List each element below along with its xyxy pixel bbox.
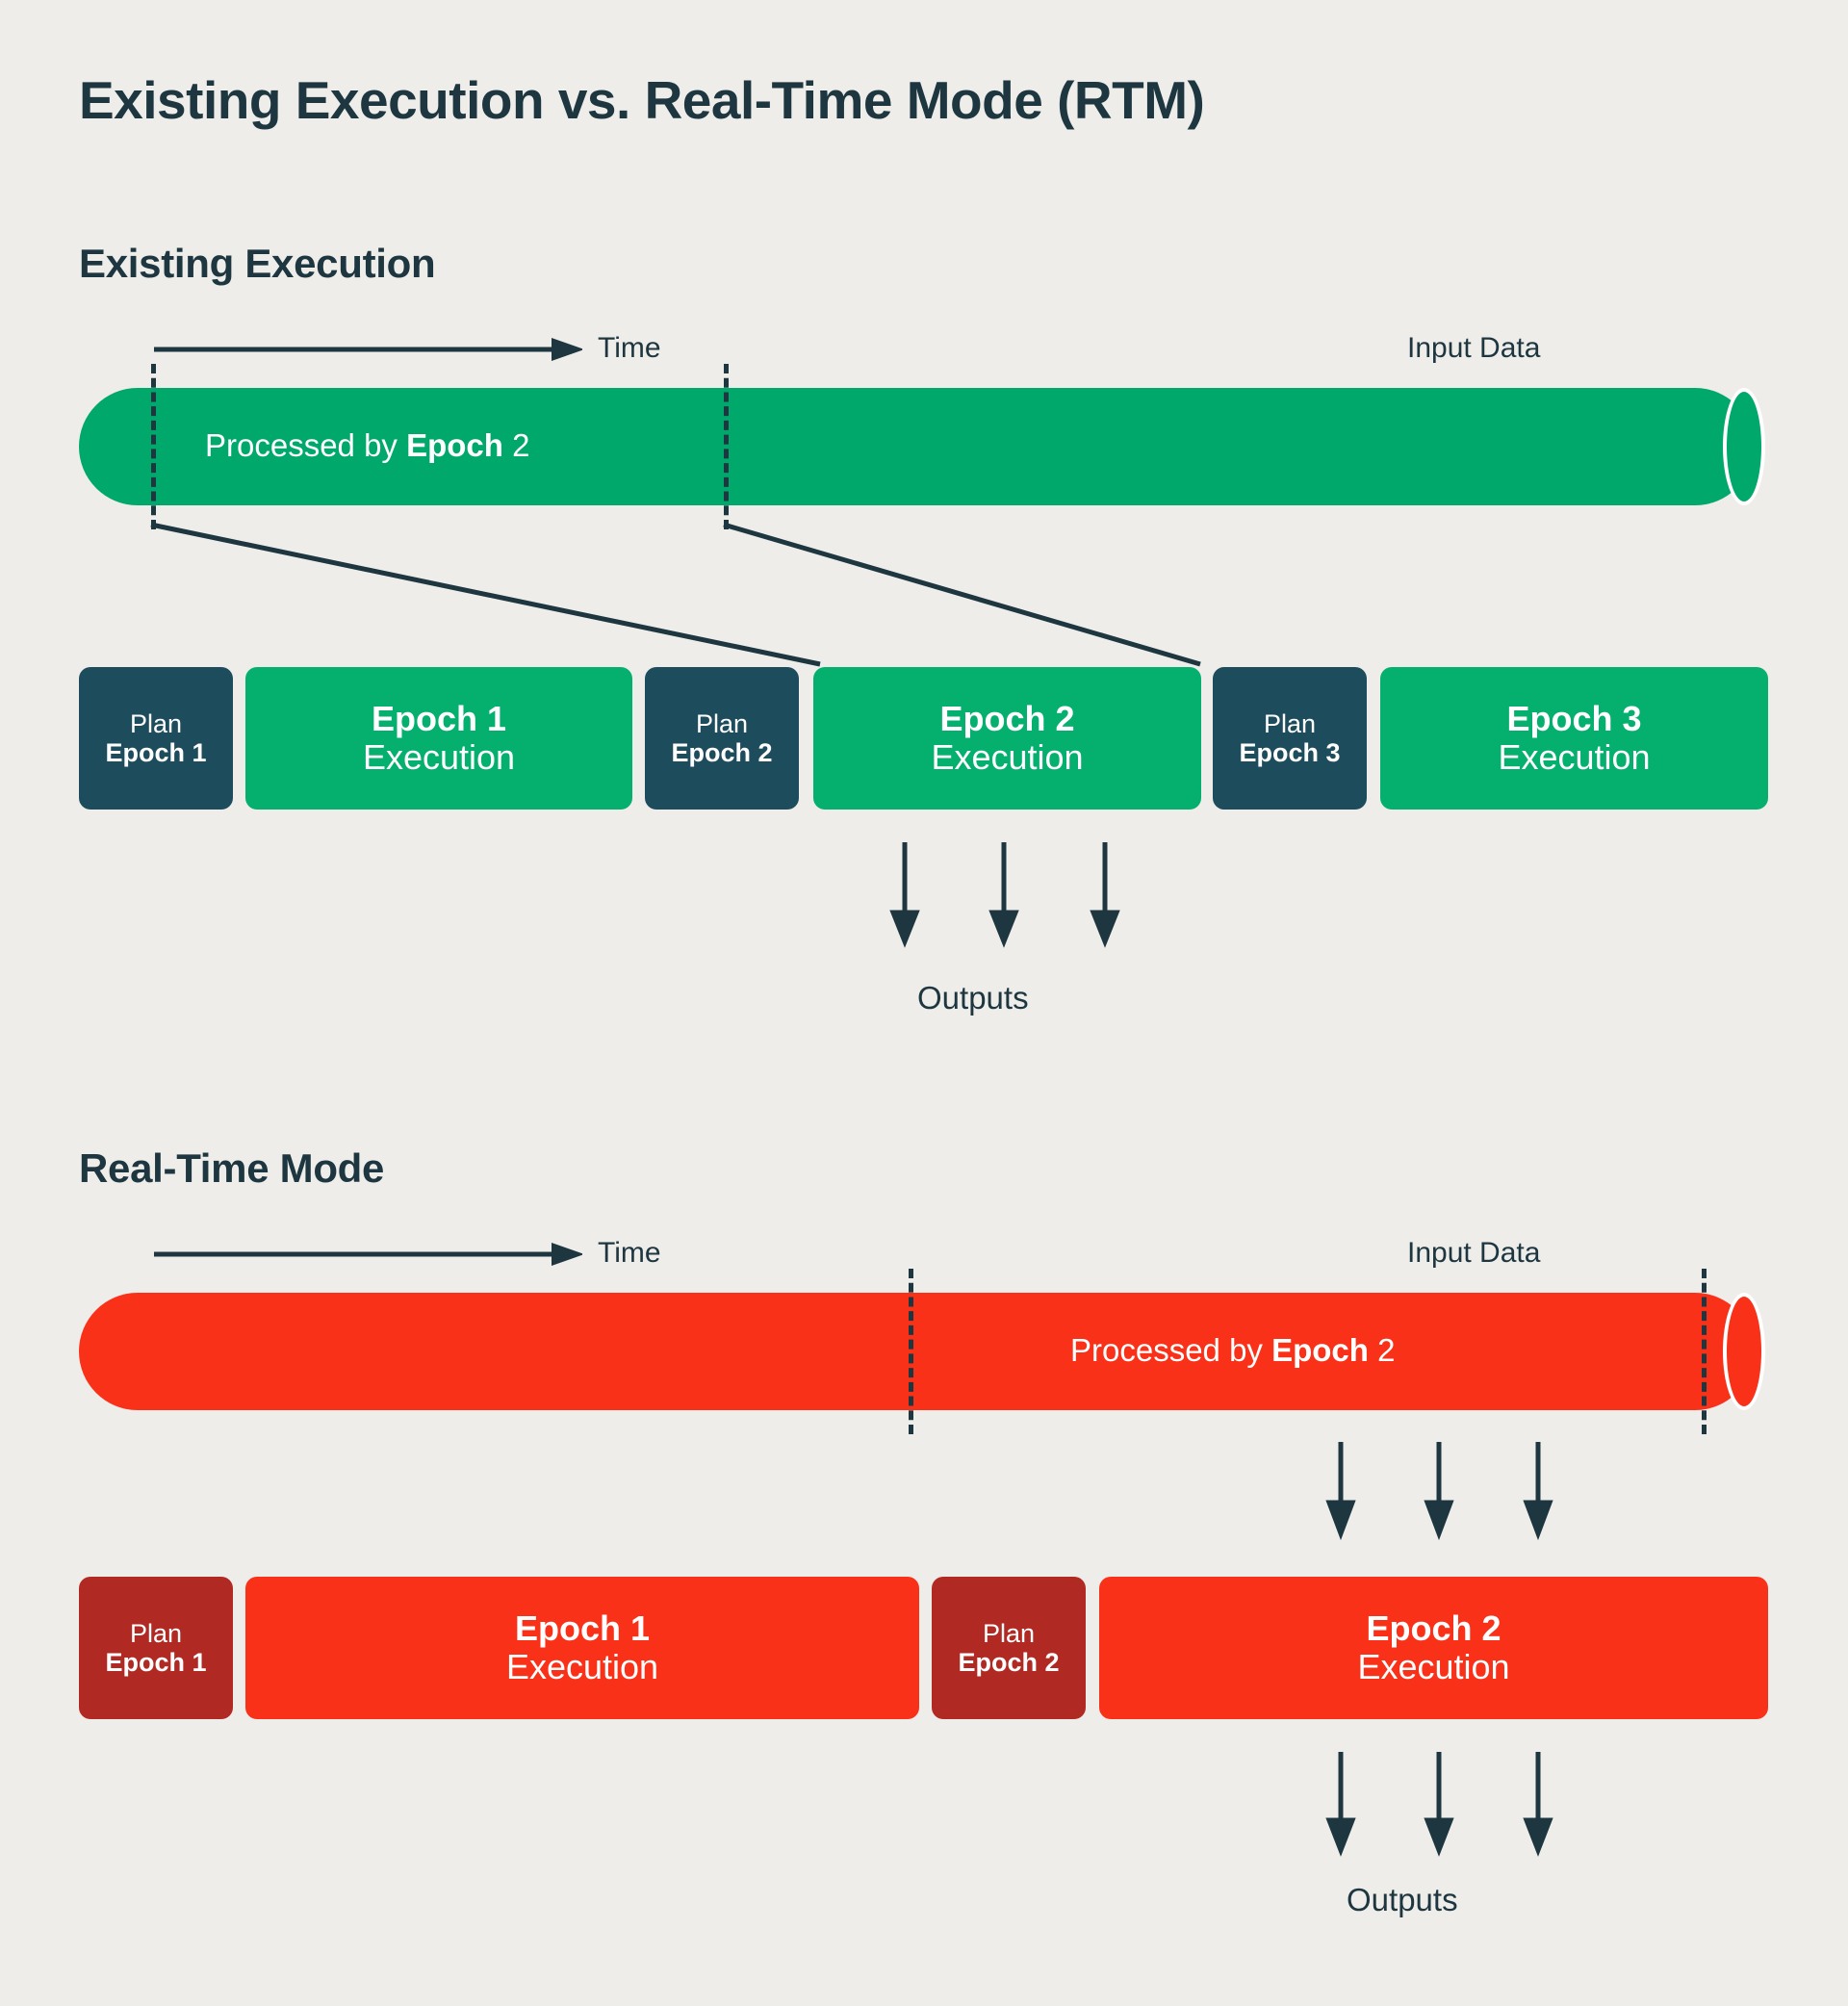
pipe-label-rtm: Processed by Epoch 2 [1070,1332,1395,1369]
input-data-label-existing: Input Data [1407,332,1541,364]
block-line-1: Plan [982,1618,1036,1648]
block-line-1: Plan [1263,708,1317,738]
block-line-2: Epoch 2 [958,1648,1060,1677]
block-line-1: Epoch 2 [1366,1607,1502,1648]
block-epoch-2-execution-rtm[interactable]: Epoch 2 Execution [1099,1577,1768,1719]
block-line-2: Execution [1357,1647,1510,1686]
pipe-label-strong: Epoch [1271,1332,1369,1368]
block-line-1: Plan [129,1618,183,1648]
block-line-2: Epoch 1 [105,1648,207,1677]
page-title: Existing Execution vs. Real-Time Mode (R… [79,70,1205,130]
block-plan-epoch-2-rtm[interactable]: Plan Epoch 2 [932,1577,1086,1719]
pipe-label-strong: Epoch [406,427,503,463]
pipe-end-cap-existing [1723,388,1765,505]
epoch-window-start-marker-existing [151,364,156,529]
block-line-2: Execution [1498,737,1651,777]
block-line-1: Plan [695,708,749,738]
section-heading-real-time-mode: Real-Time Mode [79,1145,385,1191]
block-line-1: Epoch 2 [939,698,1075,738]
block-epoch-1-execution-existing[interactable]: Epoch 1 Execution [245,667,632,810]
pipe-label-suffix: 2 [502,427,530,463]
block-line-2: Epoch 1 [105,738,207,767]
input-data-pipe-rtm [79,1293,1754,1410]
block-line-2: Execution [931,737,1084,777]
pipe-label-suffix: 2 [1368,1332,1396,1368]
block-line-2: Execution [505,1647,659,1686]
epoch-window-start-marker-rtm [909,1269,913,1434]
block-line-1: Epoch 3 [1506,698,1642,738]
time-arrow-rtm [154,1243,582,1266]
block-epoch-1-execution-rtm[interactable]: Epoch 1 Execution [245,1577,919,1719]
pipe-end-cap-rtm [1723,1293,1765,1410]
epoch-window-end-marker-rtm [1702,1269,1707,1434]
block-epoch-2-execution-existing[interactable]: Epoch 2 Execution [813,667,1201,810]
block-plan-epoch-2-existing[interactable]: Plan Epoch 2 [645,667,799,810]
block-line-2: Epoch 2 [671,738,773,767]
block-plan-epoch-3-existing[interactable]: Plan Epoch 3 [1213,667,1367,810]
input-data-pipe-existing [79,388,1754,505]
outputs-label-existing: Outputs [917,980,1029,1016]
pipe-label-prefix: Processed by [205,427,407,463]
input-data-label-rtm: Input Data [1407,1237,1541,1269]
block-plan-epoch-1-existing[interactable]: Plan Epoch 1 [79,667,233,810]
block-line-2: Execution [362,737,516,777]
block-plan-epoch-1-rtm[interactable]: Plan Epoch 1 [79,1577,233,1719]
pipe-label-prefix: Processed by [1070,1332,1272,1368]
time-label-rtm: Time [598,1237,661,1269]
outputs-label-rtm: Outputs [1347,1882,1458,1917]
epoch-window-end-marker-existing [724,364,729,529]
time-label-existing: Time [598,332,661,364]
block-line-1: Epoch 1 [514,1607,651,1648]
block-line-1: Epoch 1 [371,698,507,738]
block-line-2: Epoch 3 [1239,738,1341,767]
block-epoch-3-execution-existing[interactable]: Epoch 3 Execution [1380,667,1768,810]
pipe-label-existing: Processed by Epoch 2 [205,427,529,464]
section-heading-existing-execution: Existing Execution [79,241,436,286]
block-line-1: Plan [129,708,183,738]
time-arrow-existing [154,338,582,361]
